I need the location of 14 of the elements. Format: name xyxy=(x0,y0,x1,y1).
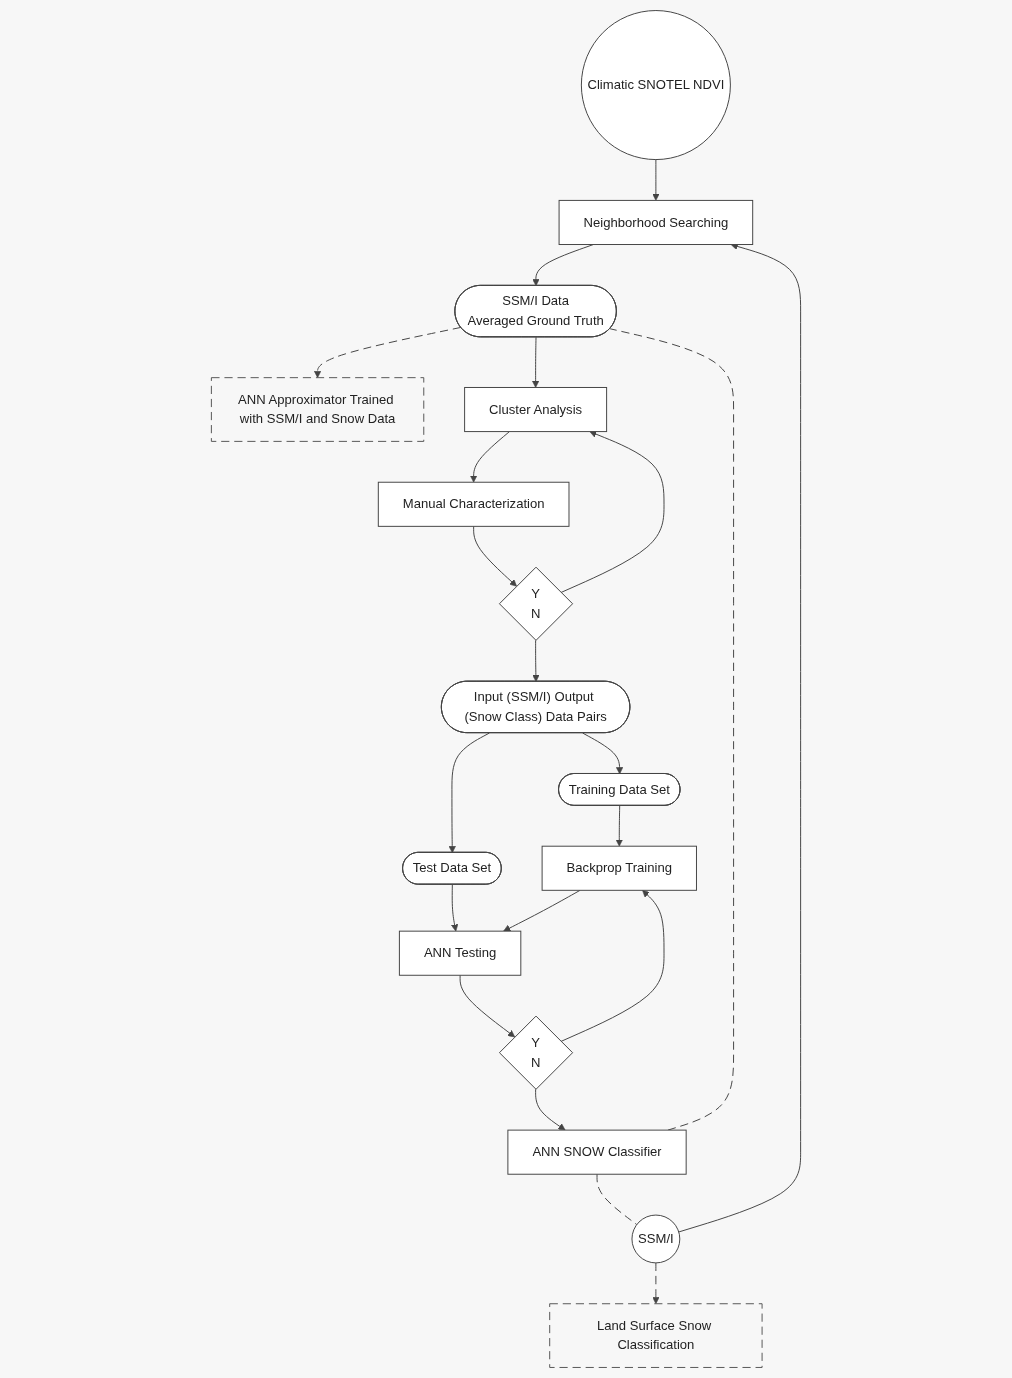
node-box: ANN Approximator Trained with SSM/I and Snow Data xyxy=(210,377,425,442)
node-diamond: Y N xyxy=(498,566,574,641)
node-diamond: Y N xyxy=(498,1015,574,1090)
node-box: Backprop Training xyxy=(541,845,697,891)
node-box: ANN SNOW Classifier xyxy=(507,1129,687,1175)
node-box: Land Surface Snow Classification xyxy=(549,1303,763,1368)
node-box: Manual Characterization xyxy=(377,481,570,527)
connector xyxy=(609,328,735,1131)
node-circle: Climatic SNOTEL NDVI xyxy=(580,10,731,161)
node-box: ANN Testing xyxy=(398,930,522,976)
node-box: Neighborhood Searching xyxy=(558,199,754,245)
node-circle: SSM/I xyxy=(631,1214,681,1264)
node-box: Cluster Analysis xyxy=(464,387,608,433)
connector xyxy=(596,1173,638,1226)
